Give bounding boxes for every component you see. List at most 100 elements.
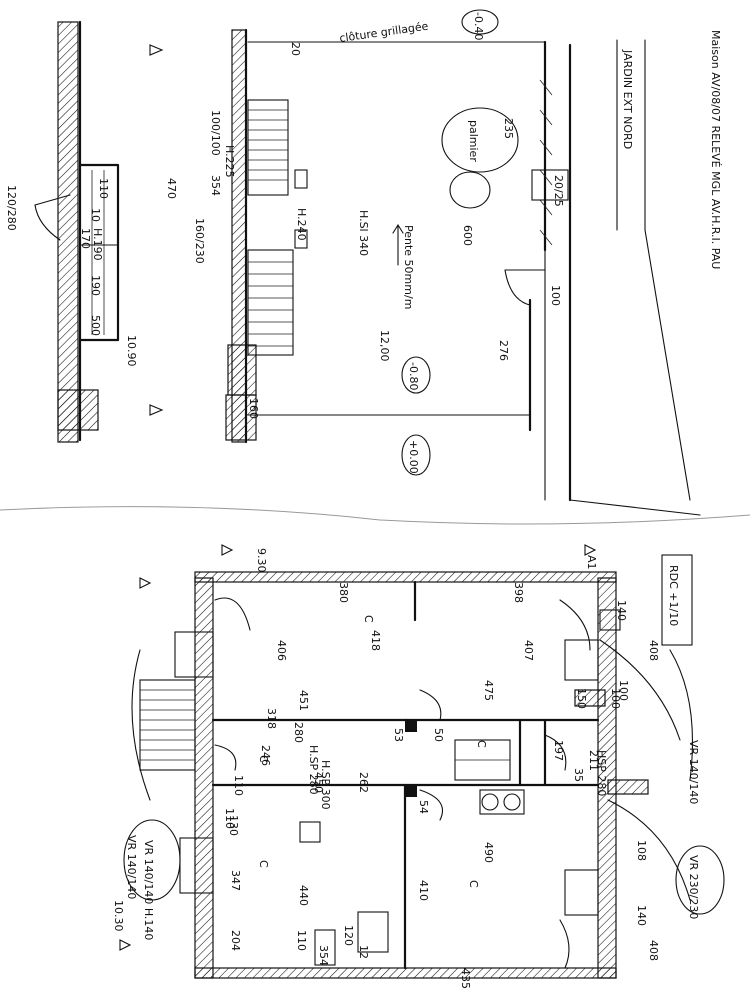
- g-dim: 100/100: [209, 110, 222, 156]
- g-dim: 170: [79, 228, 92, 249]
- facade-wall-left: [57, 21, 79, 443]
- g-dim: 500: [89, 315, 102, 336]
- garden-title: JARDIN EXT NORD: [621, 49, 634, 149]
- room-dim: 280: [292, 722, 305, 743]
- g-dim: H.Sl 340: [357, 210, 370, 256]
- g-dim: 160: [247, 398, 260, 419]
- room-dim: 408: [647, 940, 660, 961]
- room-dim: 130: [227, 815, 240, 836]
- room-dim: 380: [337, 582, 350, 603]
- g-dim: 160/230: [193, 218, 206, 264]
- room-dim: 318: [265, 708, 278, 729]
- g-dim: 235: [502, 118, 515, 139]
- g-dim: 110: [97, 178, 110, 199]
- room-letter: C: [467, 880, 480, 888]
- g-dim: 600: [461, 225, 474, 246]
- room-dim: 110: [223, 808, 236, 829]
- height-note: H.SP 280: [307, 745, 320, 795]
- level-2: -0.80: [407, 362, 420, 390]
- room-dim: 246: [259, 745, 272, 766]
- sink-bowl: [503, 793, 521, 811]
- survey-title: Maison AV/08/07 RELEVÉ MGL AV.H.R.I. PAU: [709, 30, 722, 269]
- window-note: VR 140/140: [125, 835, 138, 899]
- ground-floor-plan: [119, 544, 725, 979]
- palm-tree: [441, 107, 519, 173]
- height-note: HSP 280: [595, 750, 608, 796]
- room-dim: 150: [575, 688, 588, 709]
- room-dim: 120: [342, 925, 355, 946]
- fence-label: clôture grillagée: [339, 20, 430, 45]
- room-dim: 197: [552, 740, 565, 761]
- window-note: VR 140/140 H.140: [142, 840, 155, 940]
- top-outer-wall: [194, 571, 617, 583]
- g-dim: 120/280: [5, 185, 18, 231]
- slope-label: Pente 50mm/m: [402, 225, 415, 309]
- floor-title-box: [661, 554, 693, 646]
- room-dim: 262: [357, 772, 370, 793]
- sink-bowl: [481, 793, 499, 811]
- level-1: -0.40: [472, 12, 485, 40]
- room-dim: 50: [432, 728, 445, 742]
- room-dim: 100: [609, 688, 622, 709]
- room-dim: 407: [522, 640, 535, 661]
- window-note: VR 230/230: [687, 855, 700, 919]
- room-dim: 398: [512, 582, 525, 603]
- room-dim: 108: [635, 840, 648, 861]
- room-dim: 410: [417, 880, 430, 901]
- room-dim: 211: [587, 750, 600, 771]
- height-note: H.SP 300: [319, 760, 332, 810]
- room-dim: 347: [229, 870, 242, 891]
- room-dim: 408: [647, 640, 660, 661]
- window-note: 10.30: [112, 900, 125, 932]
- garden-plan: [34, 9, 701, 516]
- g-dim: 10.90: [125, 335, 138, 367]
- g-dim: 20/25: [552, 175, 565, 207]
- room-letter: C: [257, 755, 270, 763]
- g-dim: H.225: [223, 145, 236, 178]
- room-dim: 451: [297, 690, 310, 711]
- floor-title: RDC +1/10: [667, 565, 680, 626]
- room-dim: 54: [402, 718, 415, 732]
- staircase: [139, 679, 196, 771]
- slope-arrow: [392, 223, 404, 266]
- left-outer-wall: [194, 577, 214, 979]
- g-dim: 354: [209, 175, 222, 196]
- balcony-outline: [78, 163, 120, 342]
- stairs-upper: [247, 99, 289, 196]
- room-dim: 12: [357, 945, 370, 959]
- page-fold: [0, 506, 750, 525]
- palm-label: palmier: [467, 120, 480, 162]
- room-dim: 490: [482, 842, 495, 863]
- window-note: VR 140/140: [687, 740, 700, 804]
- room-dim: 418: [369, 630, 382, 651]
- room-dim: 53: [392, 728, 405, 742]
- room-dim: 110: [295, 930, 308, 951]
- room-dim: 140: [615, 600, 628, 621]
- room-dim: 35: [572, 768, 585, 782]
- garden-gate: [504, 269, 546, 306]
- room-dim: 54: [417, 800, 430, 814]
- g-dim: 10: [89, 208, 102, 222]
- g-dim: 12,00: [378, 330, 391, 362]
- room-letter: C: [362, 615, 375, 623]
- room-dim: 435: [459, 968, 472, 989]
- g-dim: H.190: [91, 228, 104, 261]
- room-dim: 475: [482, 680, 495, 701]
- g-dim: 20: [289, 42, 302, 56]
- overall-width: 9.30: [255, 548, 268, 573]
- room-dim: 204: [229, 930, 242, 951]
- room-dim: 100: [617, 680, 630, 701]
- level-3: +0.00: [407, 440, 420, 474]
- g-dim: 190: [89, 275, 102, 296]
- g-dim: 470: [165, 178, 178, 199]
- room-letter: C: [475, 740, 488, 748]
- door-swing-left: [34, 194, 71, 241]
- room-dim: 354: [317, 945, 330, 966]
- room-dim: 440: [297, 885, 310, 906]
- g-dim: 100: [549, 285, 562, 306]
- room-dim: 406: [275, 640, 288, 661]
- room-dim: 110: [232, 775, 245, 796]
- room-letter: C: [257, 860, 270, 868]
